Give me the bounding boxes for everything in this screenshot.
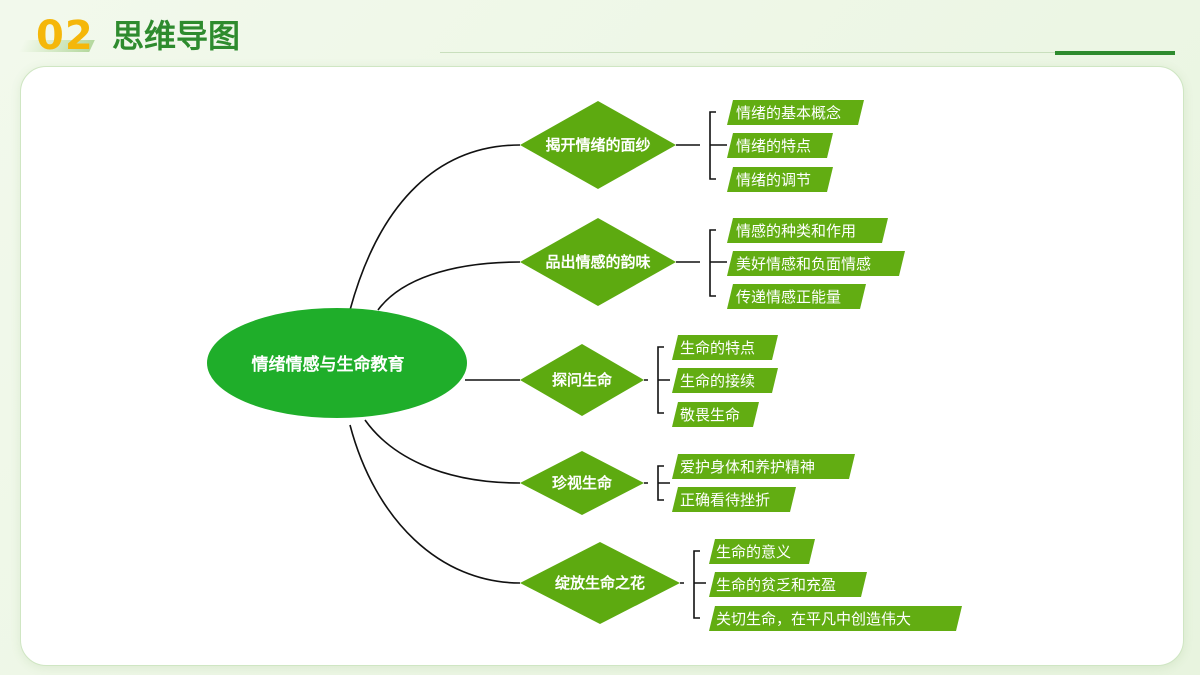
branch-5-label: 绽放生命之花	[555, 574, 645, 592]
header-divider	[440, 52, 1175, 53]
leaf-2-2-label: 美好情感和负面情感	[736, 255, 871, 273]
leaf-5-3: 关切生命，在平凡中创造伟大	[709, 606, 962, 631]
branch-1: 揭开情绪的面纱 情绪的基本概念 情绪的特点 情绪的调节	[520, 100, 864, 192]
connector-branch-1	[349, 144, 521, 311]
branch-2-bracket	[676, 229, 727, 297]
branch-2: 品出情感的韵味 情感的种类和作用 美好情感和负面情感 传递情感正能量	[520, 218, 905, 309]
leaf-2-3-label: 传递情感正能量	[736, 288, 841, 306]
leaf-4-1-label: 爱护身体和养护精神	[680, 458, 815, 476]
branch-4-bracket	[644, 465, 670, 501]
leaf-5-1-label: 生命的意义	[716, 543, 791, 561]
leaf-2-1-label: 情感的种类和作用	[736, 222, 856, 240]
leaf-1-3: 情绪的调节	[727, 167, 833, 192]
branch-1-diamond	[520, 101, 676, 189]
root-label: 情绪情感与生命教育	[252, 354, 405, 375]
branch-5-diamond	[520, 542, 680, 624]
branch-1-label: 揭开情绪的面纱	[545, 136, 650, 154]
page-title: 思维导图	[112, 17, 241, 55]
leaf-1-1-label: 情绪的基本概念	[736, 104, 841, 122]
branch-4-diamond	[520, 451, 644, 515]
leaf-2-3: 传递情感正能量	[727, 284, 866, 309]
leaf-2-1: 情感的种类和作用	[727, 218, 888, 243]
leaf-1-2-label: 情绪的特点	[736, 137, 811, 155]
branch-2-diamond	[520, 218, 676, 306]
branch-3: 探问生命 生命的特点 生命的接续 敬畏生命	[520, 335, 778, 427]
branch-4: 珍视生命 爱护身体和养护精神 正确看待挫折	[520, 451, 855, 515]
leaf-3-3: 敬畏生命	[672, 402, 759, 427]
connector-branch-2	[377, 261, 521, 311]
connector-branch-5	[349, 424, 521, 584]
leaf-5-1: 生命的意义	[709, 539, 815, 564]
branch-3-diamond	[520, 344, 644, 416]
leaf-3-2: 生命的接续	[672, 368, 778, 393]
branch-3-bracket	[644, 346, 670, 414]
root-node	[207, 308, 467, 418]
branch-1-bracket	[676, 111, 727, 180]
leaf-3-1: 生命的特点	[672, 335, 778, 360]
connector-branch-4	[364, 419, 521, 484]
leaf-4-1: 爱护身体和养护精神	[672, 454, 855, 479]
leaf-3-1-label: 生命的特点	[680, 339, 755, 357]
leaf-3-3-label: 敬畏生命	[680, 406, 740, 424]
leaf-3-2-label: 生命的接续	[680, 372, 755, 390]
branch-2-label: 品出情感的韵味	[545, 253, 650, 271]
branch-4-label: 珍视生命	[552, 474, 613, 492]
leaf-1-2: 情绪的特点	[727, 133, 833, 158]
section-number: 02	[36, 13, 94, 59]
leaf-5-3-label: 关切生命，在平凡中创造伟大	[716, 610, 911, 628]
leaf-1-1: 情绪的基本概念	[727, 100, 864, 125]
header-accent-bar	[1055, 51, 1175, 55]
branch-5-bracket	[680, 550, 706, 619]
leaf-2-2: 美好情感和负面情感	[727, 251, 905, 276]
leaf-5-2-label: 生命的贫乏和充盈	[716, 576, 836, 594]
leaf-1-3-label: 情绪的调节	[736, 171, 811, 189]
leaf-4-2-label: 正确看待挫折	[680, 491, 770, 509]
branch-3-label: 探问生命	[552, 371, 613, 389]
leaf-5-2: 生命的贫乏和充盈	[709, 572, 867, 597]
branch-5: 绽放生命之花 生命的意义 生命的贫乏和充盈 关切生命，在平凡中创造伟大	[520, 539, 962, 631]
leaf-4-2: 正确看待挫折	[672, 487, 796, 512]
